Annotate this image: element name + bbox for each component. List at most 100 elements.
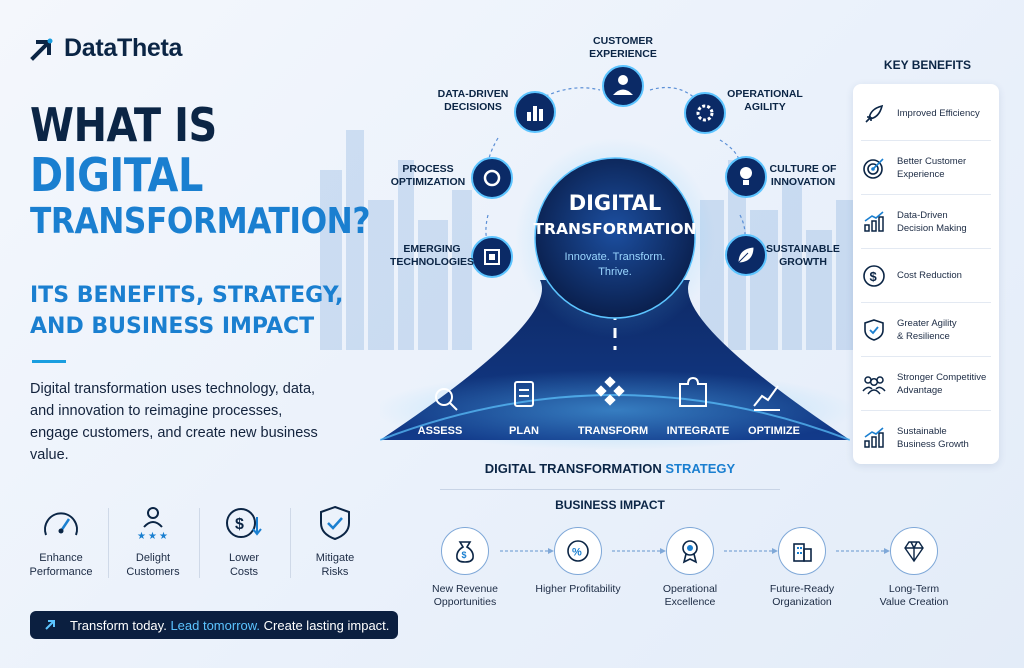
title-divider [32,360,66,363]
title-line-2: DIGITAL [30,148,203,202]
leaf-icon [737,246,755,264]
benefit-separator [199,508,200,578]
diamond-icon [904,541,924,563]
step-assess: ASSESS [418,425,463,437]
dollar-down-icon: $ [226,508,262,538]
money-bag-icon: $ [456,541,474,563]
svg-text:★: ★ [159,531,168,541]
svg-text:INNOVATION: INNOVATION [771,176,835,188]
key-benefit-item: $ Cost Reduction [861,249,991,303]
svg-text:%: % [572,547,582,559]
svg-text:EXPERIENCE: EXPERIENCE [589,48,657,60]
trend-chart-icon [753,385,780,411]
page-subtitle: ITS BENEFITS, STRATEGY, AND BUSINESS IMP… [30,280,343,342]
impact-arrow [724,548,778,554]
center-tagline-1: Innovate. Transform. [565,251,666,263]
subtitle-line-1: ITS BENEFITS, STRATEGY, [30,283,344,308]
cta-text: Transform today. Lead tomorrow. Create l… [70,617,390,633]
benefit-separator [290,508,291,578]
impact-arrow [836,548,890,554]
svg-text:GROWTH: GROWTH [779,256,827,268]
key-benefits-heading: KEY BENEFITS [883,58,972,72]
team-icon [862,375,886,394]
node-process-optimization [471,157,513,199]
svg-text:SUSTAINABLE: SUSTAINABLE [766,243,840,255]
svg-text:OPTIMIZATION: OPTIMIZATION [391,176,465,188]
shield-check-icon [864,318,884,341]
strategy-heading: DIGITAL TRANSFORMATION STRATEGY [484,461,736,476]
puzzle-icon [679,376,707,407]
impact-arrow [612,548,666,554]
dollar-circle-icon: $ [863,264,885,287]
center-title-2: TRANSFORMATION [533,220,696,238]
svg-text:★: ★ [137,531,146,541]
award-icon [682,540,698,564]
svg-text:CUSTOMER: CUSTOMER [593,35,653,47]
business-impact-heading: BUSINESS IMPACT [555,498,665,512]
node-operational-agility [684,92,726,134]
step-integrate: INTEGRATE [667,425,730,437]
impact-arrow [500,548,554,554]
customer-icon [613,75,633,95]
growth-chart-icon [864,210,884,232]
step-optimize: OPTIMIZE [748,425,800,437]
svg-text:$: $ [462,550,467,560]
svg-text:TECHNOLOGIES: TECHNOLOGIES [390,256,474,268]
center-title-1: DIGITAL [569,191,662,215]
growth-chart-icon [864,427,884,448]
clipboard-icon [514,381,534,407]
brand-logo[interactable]: DataTheta [30,34,182,63]
chip-icon [484,249,500,265]
lightbulb-icon [740,167,752,185]
speedometer-icon [44,512,78,536]
customer-stars-icon: ★★★ [137,507,168,541]
impact-higher-profitability: % Higher Profitability [523,527,633,596]
transformation-diagram: DIGITAL TRANSFORMATION Innovate. Transfo… [380,35,850,450]
step-transform: TRANSFORM [578,425,648,437]
cta-banner[interactable]: Transform today. Lead tomorrow. Create l… [30,611,398,639]
page-title: WHAT IS DIGITAL TRANSFORMATION? [30,98,371,244]
center-tagline-2: Thrive. [598,266,632,278]
bar-chart-icon [527,106,543,121]
node-culture-of-innovation [725,156,767,198]
building-icon [793,543,812,562]
shield-check-icon [320,505,350,541]
svg-text:DATA-DRIVEN: DATA-DRIVEN [438,88,509,100]
arrow-up-right-icon [45,620,55,630]
node-emerging-technologies [471,236,513,278]
section-divider [440,489,780,490]
diamond-blocks-icon [595,376,625,406]
node-sustainable-growth [725,234,767,276]
svg-text:EMERGING: EMERGING [403,243,460,255]
svg-text:★: ★ [148,531,157,541]
key-benefit-item: Greater Agility& Resilience [861,303,991,357]
target-icon [863,157,884,179]
key-benefit-item: Improved Efficiency [861,87,991,141]
percent-icon: % [567,540,589,562]
subtitle-line-2: AND BUSINESS IMPACT [30,314,315,339]
title-line-1: WHAT IS [30,98,217,152]
benefit-separator [108,508,109,578]
intro-paragraph: Digital transformation uses technology, … [30,381,318,463]
logo-arrow-icon [30,38,53,61]
brand-name: DataTheta [64,34,183,62]
svg-text:$: $ [870,269,878,284]
svg-text:DECISIONS: DECISIONS [444,101,502,113]
gear-icon [696,104,714,122]
svg-text:$: $ [235,516,244,533]
process-gear-icon [483,169,501,187]
magnifier-icon [435,388,458,411]
